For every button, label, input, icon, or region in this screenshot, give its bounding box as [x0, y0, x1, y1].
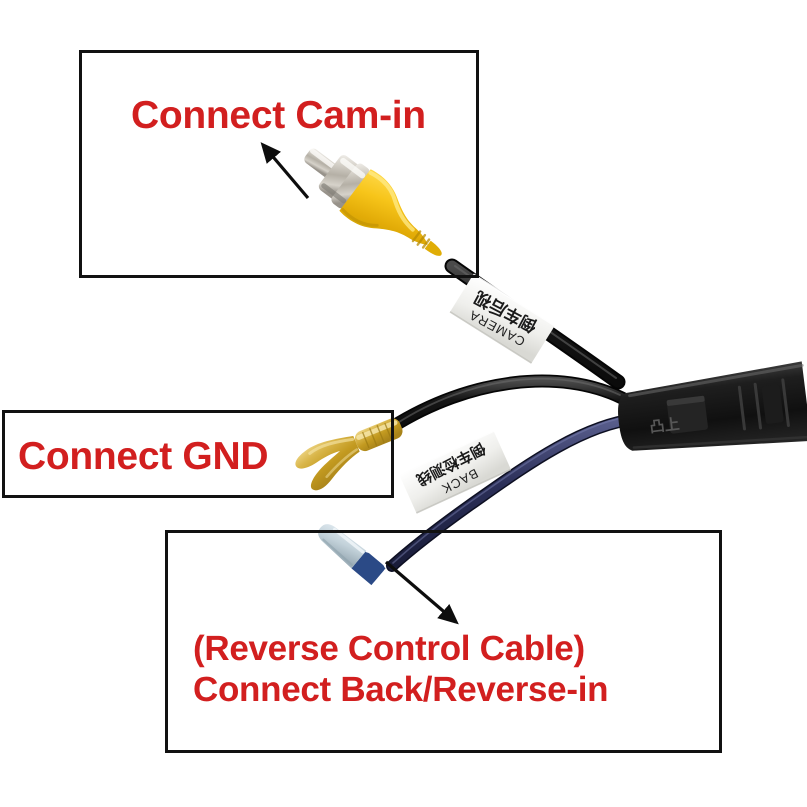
- callout-label-gnd: Connect GND: [18, 435, 269, 478]
- reverse-trigger-tip: [318, 524, 386, 586]
- callout-box-cam-in: [79, 50, 479, 278]
- callout-label-reverse: (Reverse Control Cable) Connect Back/Rev…: [193, 629, 609, 709]
- rca-male-plug: [304, 148, 442, 256]
- ground-wire: [385, 374, 629, 434]
- camera-wire-tag: CAMERA 倒车后视: [449, 273, 556, 364]
- reverse-wire: [386, 413, 642, 572]
- ground-spade-terminal: [295, 418, 403, 491]
- callout-label-cam-in: Connect Cam-in: [131, 94, 426, 137]
- arrow-to-reverse-text: [384, 560, 459, 625]
- callout-box-gnd: [2, 410, 394, 498]
- callout-box-reverse: [165, 530, 722, 753]
- arrow-to-cam-in: [260, 142, 310, 200]
- connector-housing-text: 凸上: [649, 416, 681, 437]
- harness-connector: 凸上: [618, 361, 807, 451]
- back-wire-tag: BACK 倒车检测线: [398, 430, 512, 514]
